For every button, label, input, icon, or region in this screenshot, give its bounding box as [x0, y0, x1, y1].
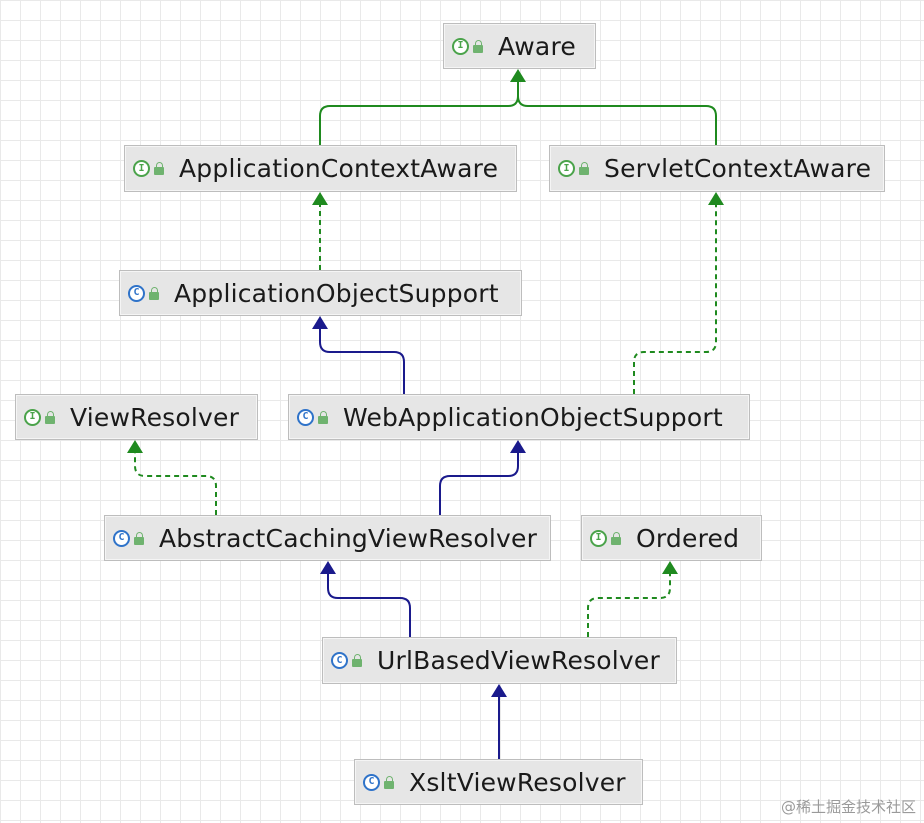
arrowhead [312, 192, 328, 205]
edge-line [134, 452, 217, 515]
interface-icon: I [590, 529, 607, 547]
class-icon: C [363, 773, 380, 791]
edge-web-application-object-support-to-servlet-context-aware [633, 192, 724, 394]
node-label: Ordered [636, 523, 740, 553]
edge-servlet-context-aware-to-aware [517, 80, 717, 145]
node-xslt-view-resolver[interactable]: C XsltViewResolver [354, 759, 643, 805]
interface-icon: I [24, 408, 41, 426]
node-servlet-context-aware[interactable]: I ServletContextAware [549, 145, 885, 192]
lock-icon [579, 162, 590, 175]
node-label: UrlBasedViewResolver [377, 646, 660, 675]
edge-application-object-support-to-application-context-aware [312, 192, 328, 270]
edge-abstract-caching-view-resolver-to-web-application-object-support [439, 440, 526, 515]
edge-web-application-object-support-to-application-object-support [312, 316, 405, 394]
arrowhead [662, 561, 678, 574]
lock-icon [384, 775, 395, 789]
arrowhead [320, 561, 336, 574]
interface-icon: I [133, 160, 150, 177]
class-icon: C [113, 529, 130, 547]
class-icon: C [128, 284, 145, 302]
lock-icon [154, 162, 165, 175]
lock-icon [45, 410, 56, 424]
arrowhead [510, 440, 526, 453]
node-label: ApplicationObjectSupport [174, 278, 499, 308]
edge-application-context-aware-to-aware [319, 69, 526, 145]
node-ordered[interactable]: I Ordered [581, 515, 762, 561]
node-label: ApplicationContextAware [179, 154, 499, 183]
class-icon: C [297, 408, 314, 426]
node-label: Aware [498, 31, 576, 61]
edge-line [319, 80, 519, 145]
edge-xslt-view-resolver-to-url-based-view-resolver [491, 684, 507, 759]
watermark: @稀土掘金技术社区 [780, 798, 916, 816]
edge-line [517, 80, 717, 145]
node-application-context-aware[interactable]: I ApplicationContextAware [124, 145, 517, 192]
edge-line [327, 573, 411, 637]
lock-icon [352, 654, 363, 667]
interface-icon: I [452, 37, 469, 55]
arrowhead [312, 316, 328, 329]
lock-icon [318, 410, 329, 424]
node-label: AbstractCachingViewResolver [159, 523, 538, 553]
interface-icon: I [558, 160, 575, 177]
arrowhead [510, 69, 526, 82]
node-view-resolver[interactable]: I ViewResolver [15, 394, 258, 440]
node-aware[interactable]: I Aware [443, 23, 596, 69]
edge-url-based-view-resolver-to-ordered [587, 561, 678, 637]
edge-line [633, 204, 717, 394]
arrowhead [708, 192, 724, 205]
node-web-application-object-support[interactable]: C WebApplicationObjectSupport [288, 394, 750, 440]
edge-url-based-view-resolver-to-abstract-caching-view-resolver [320, 561, 411, 637]
edge-line [439, 452, 519, 515]
node-application-object-support[interactable]: C ApplicationObjectSupport [119, 270, 522, 316]
node-abstract-caching-view-resolver[interactable]: C AbstractCachingViewResolver [104, 515, 551, 561]
lock-icon [134, 531, 145, 545]
node-label: XsltViewResolver [409, 767, 626, 797]
class-icon: C [331, 652, 348, 669]
lock-icon [611, 531, 622, 545]
node-label: ViewResolver [70, 402, 240, 432]
edge-line [587, 573, 671, 637]
lock-icon [473, 39, 484, 53]
node-label: ServletContextAware [604, 154, 872, 183]
edge-abstract-caching-view-resolver-to-view-resolver [127, 440, 217, 515]
arrowhead [491, 684, 507, 697]
lock-icon [149, 286, 160, 300]
node-url-based-view-resolver[interactable]: C UrlBasedViewResolver [322, 637, 677, 684]
node-label: WebApplicationObjectSupport [343, 402, 723, 432]
arrowhead [127, 440, 143, 453]
edge-line [319, 328, 405, 394]
